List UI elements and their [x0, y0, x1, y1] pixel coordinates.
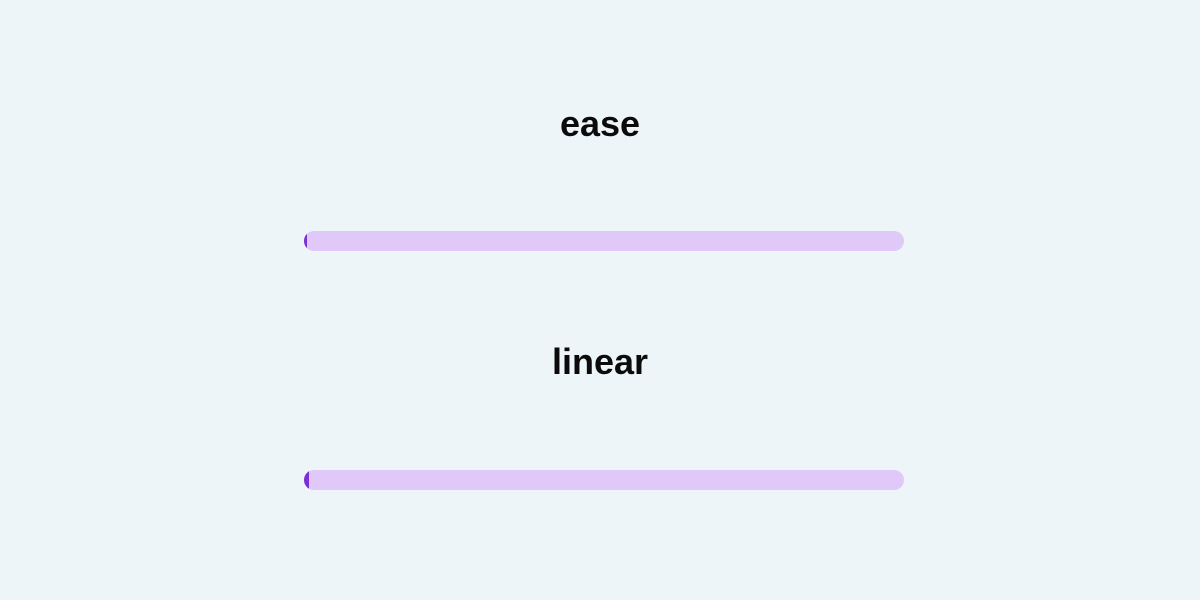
ease-progress-track	[304, 231, 904, 251]
ease-label: ease	[559, 103, 641, 144]
linear-label: linear	[551, 341, 649, 382]
linear-progress-fill	[304, 470, 310, 490]
ease-progress-fill	[304, 231, 307, 251]
linear-progress-track	[304, 470, 904, 490]
